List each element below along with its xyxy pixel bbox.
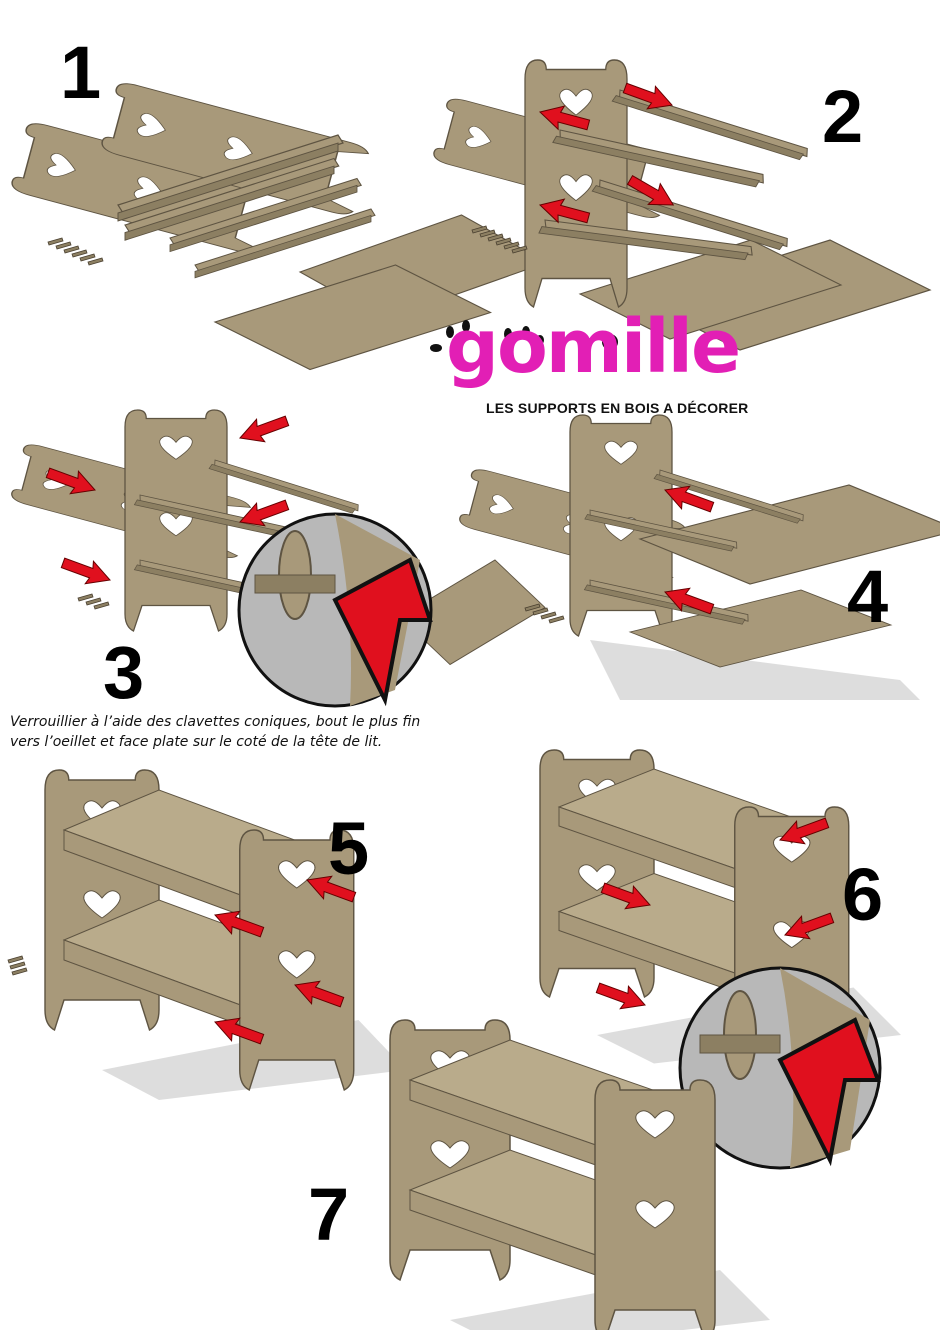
step-6-illustration [540, 750, 901, 1170]
step-3-illustration [9, 409, 546, 708]
pegs [47, 237, 104, 266]
step-3-caption: Verrouillier à l’aide des clavettes coni… [10, 712, 490, 752]
logo-eyelash-dots [430, 320, 618, 352]
detail-zoom-circle [237, 512, 433, 708]
step-number-3: 3 [103, 631, 145, 714]
red-arrow [235, 409, 292, 450]
step-number-2: 2 [822, 75, 864, 158]
logo-tagline: LES SUPPORTS EN BOIS A DÉCORER [486, 400, 749, 416]
pegs [7, 955, 28, 976]
step-number-7: 7 [308, 1173, 350, 1256]
gomille-logo: gomille LES SUPPORTS EN BOIS A DÉCORER [428, 310, 748, 428]
step-number-5: 5 [328, 807, 370, 890]
step-number-4: 4 [847, 555, 889, 638]
step-4-illustration [457, 414, 940, 700]
step-number-1: 1 [60, 31, 102, 114]
step-number-6: 6 [842, 853, 884, 936]
logo-brand: gomille [446, 304, 741, 390]
red-arrow [58, 551, 115, 592]
caption-line-1: Verrouillier à l’aide des clavettes coni… [10, 714, 421, 730]
caption-line-2: vers l’oeillet et face plate sur le coté… [10, 734, 383, 750]
detail-zoom-circle [678, 966, 882, 1170]
pegs [77, 593, 110, 610]
